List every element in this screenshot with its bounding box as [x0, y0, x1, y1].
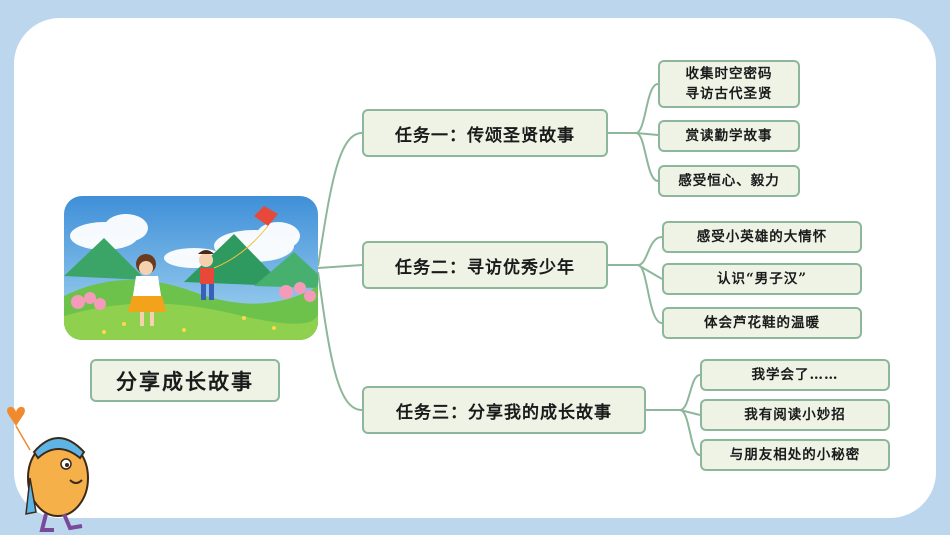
leaf-1-3-label: 感受恒心、毅力	[678, 173, 780, 189]
leaf-2-2-label: 认识“男子汉”	[716, 271, 808, 287]
leaf-1-2-label: 赏读勤学故事	[685, 128, 773, 144]
branch-3-label: 任务三：分享我的成长故事	[396, 402, 612, 423]
connector-b2-leaf3	[637, 264, 663, 324]
leaf-3-1-label: 我学会了……	[751, 367, 839, 383]
leaf-node-3-3: 与朋友相处的小秘密	[700, 439, 890, 471]
leaf-node-1-2: 赏读勤学故事	[658, 120, 800, 152]
leaf-node-2-3: 体会芦花鞋的温暖	[662, 307, 862, 339]
branch-node-1: 任务一：传颂圣贤故事	[362, 109, 608, 157]
connector-b2-leaf1	[607, 236, 663, 266]
branch-1-label: 任务一：传颂圣贤故事	[395, 125, 575, 146]
connector-root-branch3	[317, 271, 363, 411]
leaf-3-3-label: 与朋友相处的小秘密	[729, 447, 861, 463]
root-label: 分享成长故事	[116, 368, 254, 394]
leaf-node-2-2: 认识“男子汉”	[662, 263, 862, 295]
leaf-1-1-label: 收集时空密码 寻访古代圣贤	[685, 66, 773, 102]
egg-mascot-illustration	[7, 406, 89, 532]
connector-b3-leaf3	[679, 409, 701, 456]
leaf-2-1-label: 感受小英雄的大情怀	[696, 229, 828, 245]
leaf-3-2-label: 我有阅读小妙招	[744, 407, 846, 423]
branch-2-label: 任务二：寻访优秀少年	[395, 257, 575, 278]
leaf-node-2-1: 感受小英雄的大情怀	[662, 221, 862, 253]
kite-kids-illustration	[64, 196, 318, 340]
connector-b3-leaf1	[645, 374, 701, 411]
connector-b1-leaf3	[635, 132, 659, 182]
leaf-node-3-1: 我学会了……	[700, 359, 890, 391]
leaf-node-3-2: 我有阅读小妙招	[700, 399, 890, 431]
connector-root-branch1	[317, 132, 363, 267]
branch-node-2: 任务二：寻访优秀少年	[362, 241, 608, 289]
connector-b1-leaf2	[635, 132, 659, 136]
leaf-node-1-3: 感受恒心、毅力	[658, 165, 800, 197]
leaf-2-3-label: 体会芦花鞋的温暖	[704, 315, 820, 331]
branch-node-3: 任务三：分享我的成长故事	[362, 386, 646, 434]
root-node: 分享成长故事	[90, 359, 280, 402]
leaf-node-1-1: 收集时空密码 寻访古代圣贤	[658, 60, 800, 108]
connector-root-branch2	[317, 264, 363, 269]
connector-b1-leaf1	[607, 83, 659, 134]
